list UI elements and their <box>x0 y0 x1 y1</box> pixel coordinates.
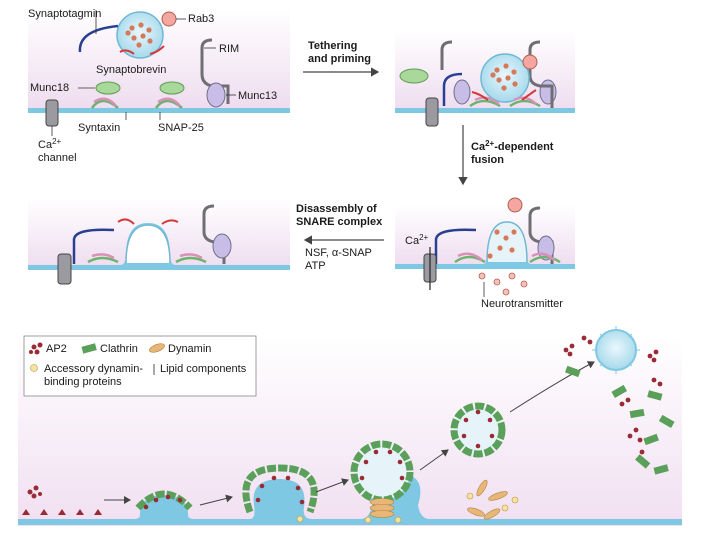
synaptic-vesicle <box>116 11 164 59</box>
legend-ap2: AP2 <box>46 343 67 355</box>
rim-protein <box>528 40 554 108</box>
label-neurotransmitter: Neurotransmitter <box>481 298 563 310</box>
label-rim: RIM <box>219 43 239 55</box>
dynamin-legend-icon <box>149 343 165 353</box>
calcium-channel <box>45 99 59 127</box>
synaptotagmin-protein <box>442 72 463 106</box>
rab3-protein <box>522 54 538 70</box>
calcium-channel <box>57 253 72 285</box>
munc18-protein <box>95 81 121 95</box>
legend-accessory: Accessory dynamin- <box>44 363 143 375</box>
step-factors: NSF, α-SNAP <box>305 247 372 259</box>
panel-endocytosis: AP2 Clathrin Dynamin Accessory dynamin- … <box>18 326 682 526</box>
clathrin-coated-vesicle-budding <box>350 440 414 524</box>
plasma-membrane <box>395 108 575 113</box>
step-snare-complex: SNARE complex <box>296 216 383 228</box>
step-priming: and priming <box>308 53 371 65</box>
label-ca-channel-line2: channel <box>38 152 77 164</box>
legend-accessory-2: binding proteins <box>44 376 122 388</box>
vesicle-lipid-spikes <box>592 326 640 374</box>
synaptotagmin-protein <box>78 24 119 53</box>
ap2-free <box>27 485 42 499</box>
ap2-legend-icon <box>29 342 43 355</box>
label-munc18: Munc18 <box>30 82 69 94</box>
plasma-membrane <box>395 226 575 269</box>
clathrin-coated-pit-shallow <box>135 490 193 511</box>
synaptic-vesicle <box>480 53 530 103</box>
clathrin-legend-icon <box>81 343 97 354</box>
legend-dynamin: Dynamin <box>168 343 211 355</box>
arrow-step-4 <box>419 449 449 471</box>
label-rab3: Rab3 <box>188 13 214 25</box>
neurotransmitter-cargo <box>490 63 518 91</box>
clathrin-coated-vesicle <box>450 402 506 458</box>
synaptotagmin-protein <box>434 228 477 264</box>
label-munc13: Munc13 <box>238 90 277 102</box>
calcium-channel <box>425 97 439 127</box>
released-clathrin <box>565 365 675 475</box>
legend-box <box>23 335 257 397</box>
step-disassembly: Disassembly of <box>296 203 377 215</box>
label-synaptobrevin: Synaptobrevin <box>96 64 166 76</box>
step-atp: ATP <box>305 260 326 272</box>
rim-protein <box>528 206 554 264</box>
munc13-protein <box>206 82 226 108</box>
panel-fusion: Ca2+ Neurotransmitter <box>395 197 575 310</box>
legend-clathrin: Clathrin <box>100 343 138 355</box>
step-tethering: Tethering <box>308 40 357 52</box>
munc18-protein <box>399 68 429 84</box>
munc13-protein <box>212 233 232 259</box>
step-fusion: Ca2+-dependent <box>471 139 554 153</box>
plasma-membrane <box>18 473 682 525</box>
munc13-protein <box>539 79 557 105</box>
neurotransmitter-cargo <box>125 22 153 48</box>
label-syntaxin: Syntaxin <box>78 122 120 134</box>
arrow-step-5 <box>509 361 595 413</box>
released-dynamin <box>467 479 508 520</box>
neurotransmitter-release <box>487 229 517 259</box>
label-snap25: SNAP-25 <box>158 122 204 134</box>
panel-docking: Synaptotagmin Rab3 Synaptobrevin RIM Mun… <box>28 8 290 164</box>
label-calcium-ion: Ca2+ <box>405 233 429 247</box>
panel-disassembly <box>28 198 290 285</box>
synaptobrevin-protein <box>119 49 135 55</box>
label-ca-channel: Ca2+ <box>38 137 62 151</box>
ap2-membrane-bound <box>22 509 102 515</box>
synaptotagmin-protein <box>72 228 115 264</box>
step-fusion-line2: fusion <box>471 154 504 166</box>
fused-membrane <box>125 224 171 264</box>
rim-protein <box>202 204 226 264</box>
label-synaptotagmin: Synaptotagmin <box>28 8 101 20</box>
released-accessory-proteins <box>466 492 519 512</box>
panel-primed <box>395 30 575 127</box>
rab3-protein <box>507 197 523 213</box>
plasma-membrane <box>28 108 290 113</box>
snap25-protein <box>93 97 117 107</box>
clathrin-coated-pit-deep <box>242 464 318 523</box>
arrow-step-3 <box>315 478 349 493</box>
legend-lipid: Lipid components <box>160 363 247 375</box>
arrow-step-2 <box>199 494 233 506</box>
rab3-protein <box>161 11 177 27</box>
released-ap2 <box>563 335 663 455</box>
dynamin-collar <box>369 498 395 518</box>
accessory-protein-legend-icon <box>30 364 38 372</box>
